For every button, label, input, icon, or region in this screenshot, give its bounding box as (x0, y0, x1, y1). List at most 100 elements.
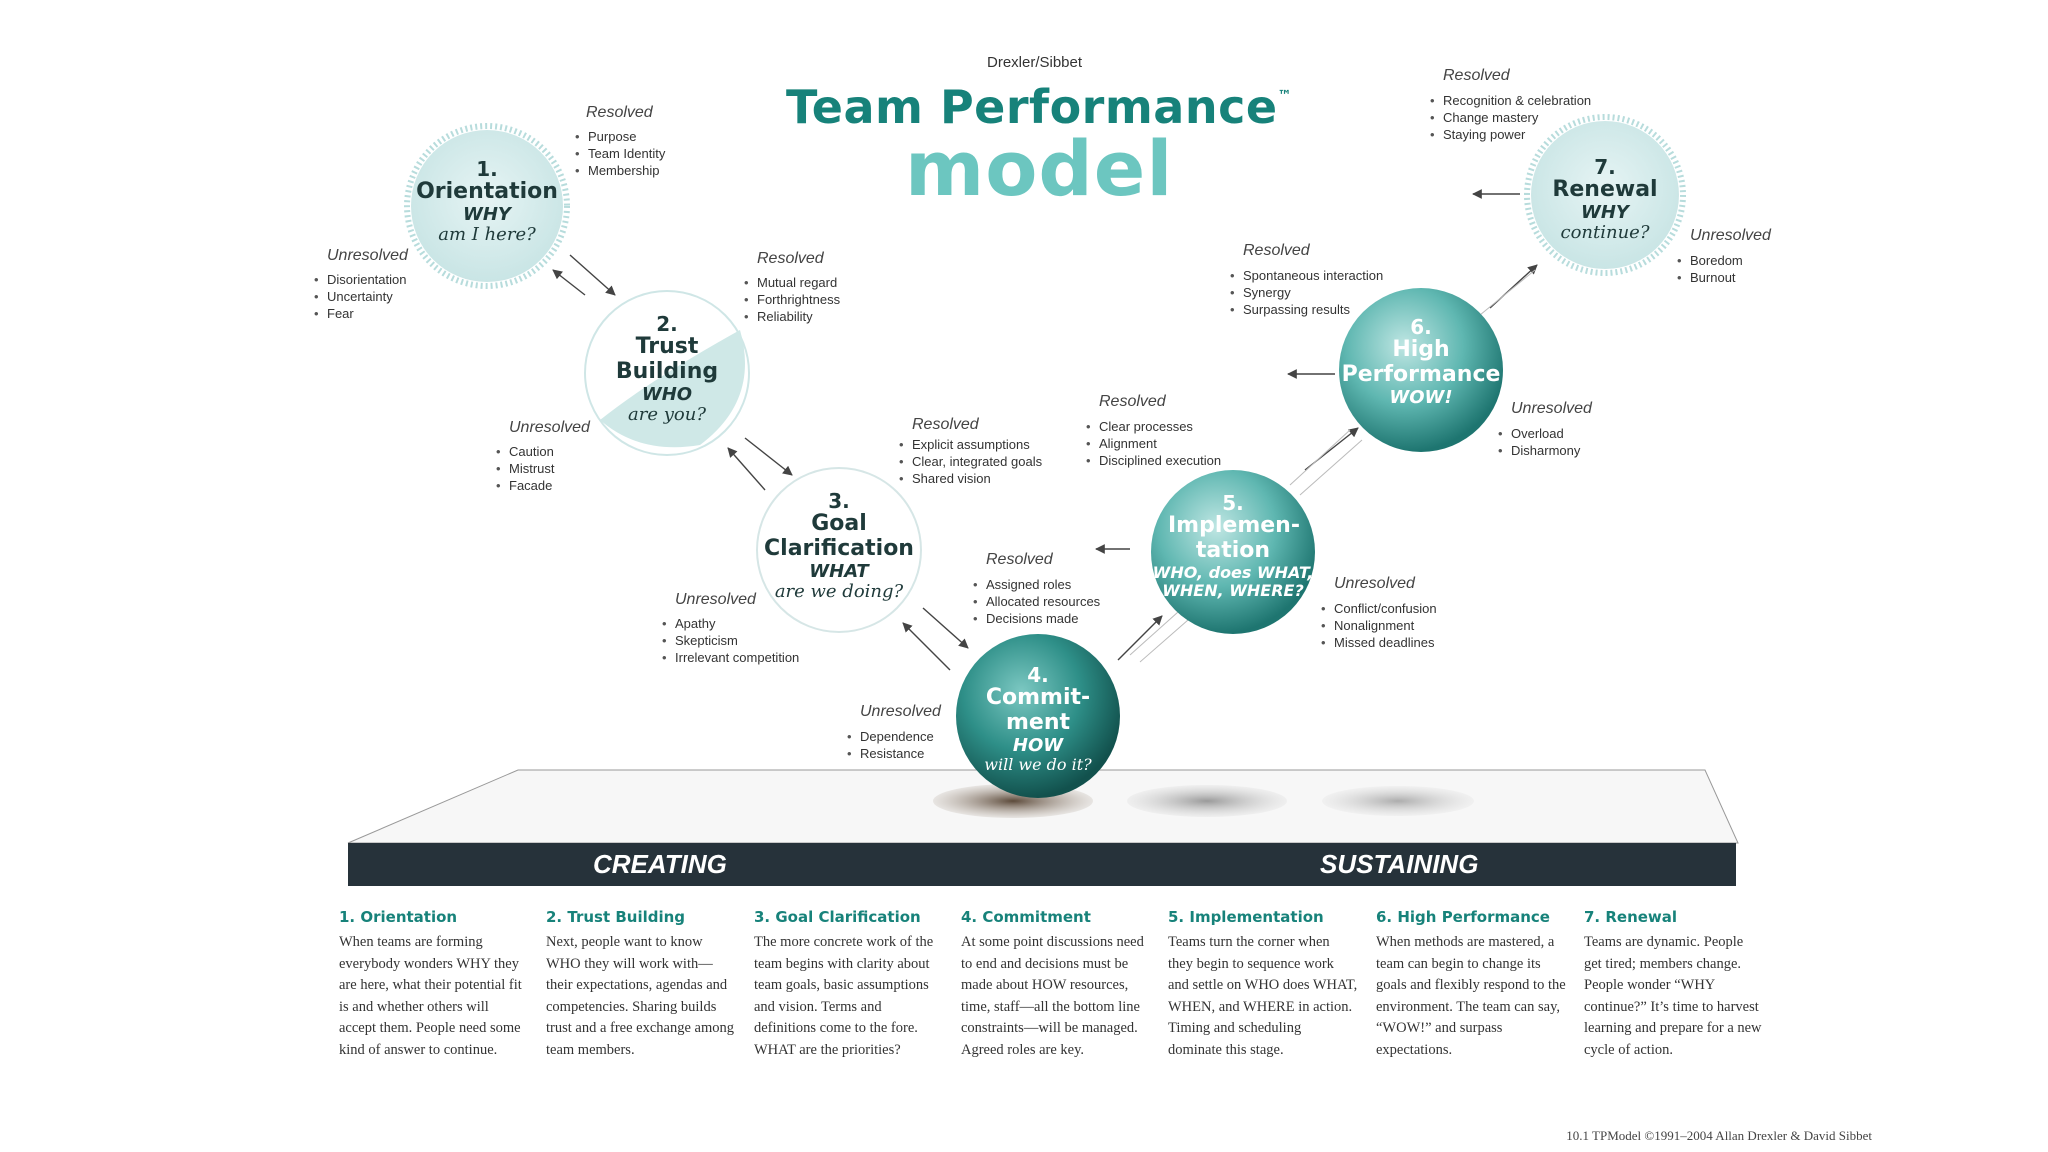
stage-number: 1. (476, 157, 498, 181)
list-item: Irrelevant competition (662, 649, 799, 666)
list-item: Spontaneous interaction (1230, 267, 1383, 284)
description-heading: 5. Implementation (1168, 908, 1324, 926)
unresolved-label: Unresolved (1690, 227, 1771, 244)
list-item: Dependence (847, 728, 934, 745)
resolved-label: Resolved (1099, 393, 1166, 410)
list-item: Overload (1498, 425, 1580, 442)
stage-3-label: 3. Goal Clarification WHAT are we doing? (749, 490, 929, 602)
stage-5-label: 5. Implemen-tation WHO, does WHAT, WHEN,… (1138, 492, 1328, 599)
resolved-list: Explicit assumptions Clear, integrated g… (898, 436, 1042, 487)
stage-1-label: 1. Orientation WHY am I here? (402, 158, 572, 245)
list-item: Explicit assumptions (899, 436, 1042, 453)
stage-circle-2 (584, 290, 750, 456)
stage-2-label: 2. Trust Building WHO are you? (582, 313, 752, 425)
list-item: Purpose (575, 128, 665, 145)
list-item: Caution (496, 443, 555, 460)
list-item: Uncertainty (314, 288, 407, 305)
list-item: Synergy (1230, 284, 1383, 301)
list-item: Surpassing results (1230, 301, 1383, 318)
unresolved-label: Unresolved (675, 591, 756, 608)
stage-number: 3. (828, 489, 850, 513)
description-text: Teams are dynamic. People get tired; mem… (1584, 934, 1762, 1058)
unresolved-label: Unresolved (1511, 400, 1592, 417)
stage-question: WHEN, WHERE? (1162, 580, 1304, 600)
list-item: Clear processes (1086, 418, 1221, 435)
resolved-list: Mutual regard Forthrightness Reliability (743, 274, 840, 325)
stage-question: continue? (1560, 222, 1650, 244)
description-renewal: 7. Renewal Teams are dynamic. People get… (1584, 908, 1764, 1061)
resolved-list: Assigned roles Allocated resources Decis… (972, 576, 1100, 627)
stage-name: Orientation (416, 179, 558, 205)
arrow-3-to-2 (727, 447, 766, 491)
list-item: Conflict/confusion (1321, 600, 1437, 617)
description-heading: 7. Renewal (1584, 908, 1678, 926)
list-item: Disorientation (314, 271, 406, 288)
description-orientation: 1. Orientation When teams are forming ev… (339, 908, 529, 1061)
description-text: When methods are mastered, a team can be… (1376, 934, 1566, 1058)
stage-number: 5. (1222, 491, 1244, 515)
resolved-label: Resolved (757, 250, 824, 267)
stage-circle-7 (1524, 114, 1686, 276)
unresolved-list: Apathy Skepticism Irrelevant competition (661, 615, 799, 666)
description-text: Teams turn the corner when they begin to… (1168, 934, 1358, 1058)
list-item: Staying power (1430, 126, 1591, 143)
list-item: Mistrust (496, 460, 554, 477)
list-item: Assigned roles (973, 576, 1100, 593)
list-item: Recognition & celebration (1430, 92, 1591, 109)
unresolved-list: Overload Disharmony (1497, 425, 1580, 459)
stage-question-keyword: HOW (1012, 734, 1064, 756)
list-item: Facade (496, 477, 555, 494)
list-item: Reliability (744, 308, 840, 325)
resolved-label: Resolved (986, 551, 1053, 568)
page-subtitle: model (905, 124, 1174, 213)
stage-6-label: 6. High Performance WOW! (1336, 316, 1506, 408)
unresolved-list: Caution Mistrust Facade (495, 443, 555, 494)
stage-number: 6. (1410, 315, 1432, 339)
list-item: Boredom (1677, 252, 1743, 269)
description-heading: 1. Orientation (339, 908, 458, 926)
stage-name: Renewal (1552, 177, 1658, 203)
title-text: Team Performance (786, 80, 1278, 134)
author-credit: Drexler/Sibbet (987, 54, 1083, 71)
list-item: Disciplined execution (1086, 452, 1221, 469)
list-item: Nonalignment (1321, 617, 1437, 634)
stage-7-label: 7. Renewal WHY continue? (1525, 156, 1685, 243)
list-item: Resistance (847, 745, 934, 762)
description-heading: 4. Commitment (961, 908, 1091, 926)
stage-circle-3 (756, 467, 922, 633)
list-item: Disharmony (1498, 442, 1580, 459)
stage-circle-4 (956, 634, 1120, 798)
list-item: Missed deadlines (1321, 634, 1437, 651)
arrow-2-to-1 (552, 269, 586, 296)
description-trust-building: 2. Trust Building Next, people want to k… (546, 908, 736, 1061)
description-heading: 6. High Performance (1376, 908, 1550, 926)
stage-question-keyword: WOW! (1389, 386, 1453, 408)
description-goal-clarification: 3. Goal Clarification The more concrete … (754, 908, 944, 1061)
stage-question-keyword: WHAT (809, 560, 869, 582)
motion-lines (1129, 269, 1536, 663)
description-text: When teams are forming everybody wonders… (339, 934, 522, 1058)
resolved-list: Recognition & celebration Change mastery… (1429, 92, 1591, 143)
resolved-label: Resolved (1243, 242, 1310, 259)
list-item: Decisions made (973, 610, 1100, 627)
stage-circle-1 (404, 123, 570, 289)
description-text: At some point discussions need to end an… (961, 934, 1144, 1058)
resolved-label: Resolved (912, 416, 979, 433)
description-heading: 3. Goal Clarification (754, 908, 921, 926)
stage-4-label: 4. Commit-ment HOW will we do it? (963, 664, 1113, 774)
list-item: Burnout (1677, 269, 1743, 286)
phase-bar: CREATING SUSTAINING (348, 843, 1736, 886)
description-high-performance: 6. High Performance When methods are mas… (1376, 908, 1566, 1061)
stage-question-keyword: WHO, does WHAT, (1152, 562, 1314, 582)
list-item: Change mastery (1430, 109, 1591, 126)
high-performance-shadow (1322, 786, 1474, 816)
list-item: Fear (314, 305, 407, 322)
resolved-list: Spontaneous interaction Synergy Surpassi… (1229, 267, 1383, 318)
stage-question: am I here? (438, 224, 536, 246)
arrow-4-to-5 (1117, 615, 1163, 661)
resolved-list: Clear processes Alignment Disciplined ex… (1085, 418, 1221, 469)
page-title: Team Performance™ (786, 80, 1292, 134)
unresolved-label: Unresolved (327, 247, 408, 264)
unresolved-label: Unresolved (509, 419, 590, 436)
